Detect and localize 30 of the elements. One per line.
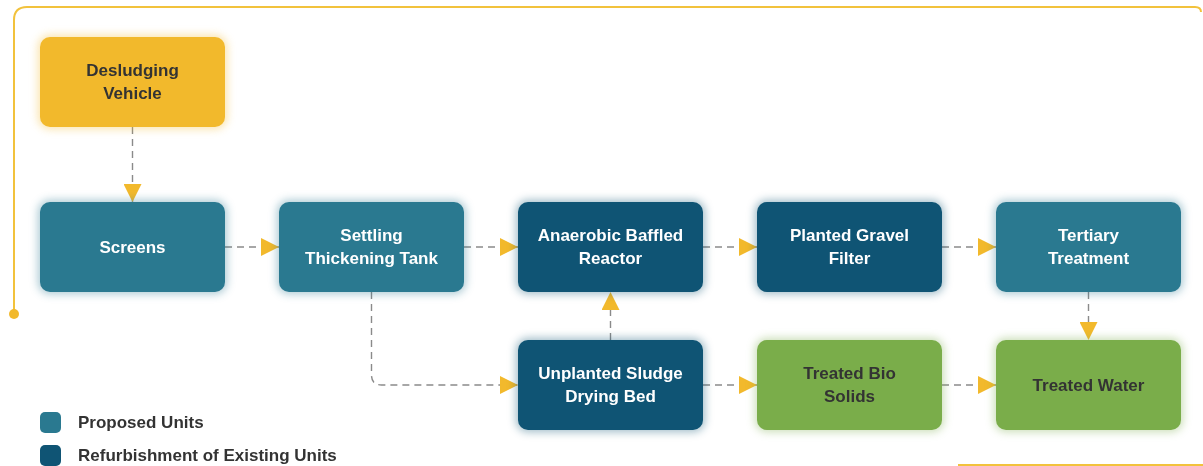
box-label: Unplanted Sludge Drying Bed	[537, 363, 684, 408]
arrow	[224, 238, 280, 256]
process-box	[996, 340, 1181, 430]
legend-label: Proposed Units	[78, 412, 204, 433]
legend-label: Refurbishment of Existing Units	[78, 445, 337, 466]
box-label: Screens	[99, 236, 166, 259]
arrow	[1079, 291, 1098, 341]
box-label: Tertiary Treatment	[1046, 225, 1131, 270]
arrow	[463, 238, 519, 256]
arrow	[941, 238, 997, 256]
process-box	[757, 202, 942, 292]
process-box	[279, 202, 464, 292]
process-box	[518, 202, 703, 292]
process-box	[518, 340, 703, 430]
arrow	[370, 291, 519, 394]
arrow	[123, 126, 142, 203]
process-box	[757, 340, 942, 430]
arrow	[601, 291, 620, 341]
box-label: Anaerobic Baffled Reactor	[537, 225, 684, 270]
process-box	[996, 202, 1181, 292]
box-label: Desludging Vehicle	[85, 60, 180, 105]
arrow	[702, 238, 758, 256]
box-label: Planted Gravel Filter	[788, 225, 911, 270]
box-label: Treated Water	[1032, 374, 1145, 397]
process-box	[40, 202, 225, 292]
box-label: Treated Bio Solids	[802, 363, 897, 408]
box-label: Settling Thickening Tank	[304, 225, 439, 270]
arrow	[702, 376, 758, 394]
arrow	[941, 376, 997, 394]
process-box	[40, 37, 225, 127]
